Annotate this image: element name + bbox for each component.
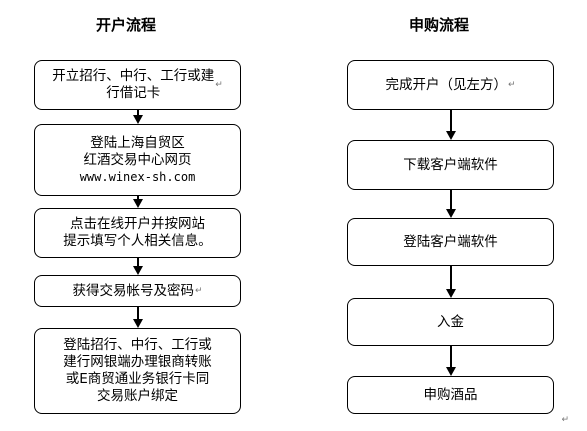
right-arrow-2 — [446, 190, 456, 218]
return-mark: ↵ — [194, 285, 203, 296]
left-step-5-box: 登陆招行、中行、工行或 建行网银端办理银商转账 或E商贸通业务银行卡同 交易账户… — [34, 328, 241, 414]
left-step-5-text: 登陆招行、中行、工行或 建行网银端办理银商转账 或E商贸通业务银行卡同 交易账户… — [63, 337, 212, 404]
left-step-1-box: 开立招行、中行、工行或建 行借记卡↵ — [34, 60, 241, 110]
left-arrow-1 — [133, 110, 143, 124]
right-step-5-text: 申购酒品 — [423, 386, 478, 403]
left-step-3-text: 点击在线开户并按网站 提示填写个人相关信息。 — [63, 216, 212, 249]
right-arrow-4 — [446, 346, 456, 376]
left-step-2-line-1: 登陆上海自贸区 — [90, 134, 185, 151]
return-mark: ↵ — [507, 79, 516, 90]
right-step-4-text: 入金 — [437, 313, 464, 330]
right-step-4-box: 入金 — [347, 298, 554, 346]
return-mark: ↵ — [561, 415, 569, 425]
left-step-2-box: 登陆上海自贸区 红酒交易中心网页 www.winex-sh.com — [34, 124, 241, 196]
right-flow-title: 申购流程 — [409, 16, 470, 34]
left-flow-title: 开户流程 — [96, 16, 157, 34]
left-step-3-box: 点击在线开户并按网站 提示填写个人相关信息。 — [34, 208, 241, 258]
left-step-2-line-2: 红酒交易中心网页 — [83, 151, 192, 168]
left-step-2-website: www.winex-sh.com — [79, 169, 196, 184]
left-step-4-box: 获得交易帐号及密码↵ — [34, 275, 241, 307]
right-step-2-box: 下载客户端软件 — [347, 140, 554, 190]
right-step-3-box: 登陆客户端软件 — [347, 218, 554, 266]
right-arrow-3 — [446, 266, 456, 298]
right-arrow-1 — [446, 110, 456, 140]
right-step-5-box: 申购酒品 — [347, 376, 554, 414]
left-step-4-text: 获得交易帐号及密码 — [72, 282, 194, 299]
right-step-1-box: 完成开户（见左方）↵ — [347, 60, 554, 110]
left-step-1-text: 开立招行、中行、工行或建 行借记卡 — [52, 68, 215, 101]
right-step-3-text: 登陆客户端软件 — [403, 233, 498, 250]
left-arrow-3 — [133, 258, 143, 275]
left-arrow-2 — [133, 196, 143, 208]
right-step-1-text: 完成开户（见左方） — [385, 76, 507, 93]
left-arrow-4 — [133, 307, 143, 328]
return-mark: ↵ — [215, 79, 223, 90]
right-step-2-text: 下载客户端软件 — [403, 156, 498, 173]
